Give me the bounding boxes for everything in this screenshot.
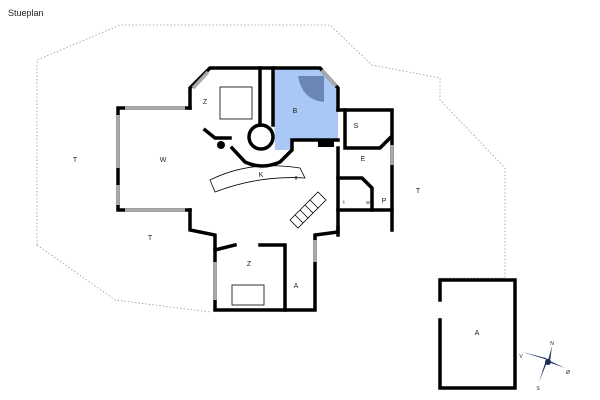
wall: [188, 66, 340, 112]
chimney: [318, 140, 334, 147]
room-label: B: [293, 108, 298, 115]
bed: [231, 284, 265, 306]
room-label: S: [354, 123, 359, 130]
bed: [219, 86, 253, 120]
room-label: A: [294, 283, 299, 290]
room-label: A: [475, 330, 480, 337]
wall: [258, 243, 287, 312]
compass-w: V: [519, 354, 523, 360]
room-label: P: [382, 198, 387, 205]
room-label: Z: [247, 261, 252, 268]
compass-n: N: [550, 341, 554, 347]
site-boundary-bottom: [36, 244, 211, 313]
room-label: w: [366, 200, 370, 206]
wall: [202, 127, 232, 140]
wall: [343, 108, 393, 150]
stairs: [289, 191, 327, 229]
plan-title: Stueplan: [8, 8, 44, 18]
room-label: K: [259, 172, 264, 179]
room-label: W: [160, 157, 167, 164]
room-label: T: [73, 157, 78, 164]
room-label: E: [361, 156, 366, 163]
window: [191, 70, 210, 90]
column: [217, 141, 225, 149]
room-label: g: [295, 175, 298, 181]
window: [320, 68, 338, 88]
compass-e: Ø: [566, 370, 570, 376]
shower-corner: [298, 76, 324, 102]
room-label: T: [416, 188, 421, 195]
room-label: t: [343, 200, 345, 206]
wall: [188, 208, 340, 312]
room-label: T: [148, 235, 153, 242]
wall: [336, 176, 374, 212]
kitchen-counter: [209, 165, 306, 193]
wall: [336, 108, 394, 232]
garage-wall: [438, 278, 517, 390]
site-boundary: [36, 24, 506, 279]
compass-s: S: [536, 386, 540, 392]
round-wall: [247, 123, 275, 151]
room-label: Z: [203, 99, 208, 106]
wall: [212, 242, 238, 253]
wall: [116, 106, 192, 212]
compass-rose-icon: N V Ø S: [519, 341, 570, 392]
